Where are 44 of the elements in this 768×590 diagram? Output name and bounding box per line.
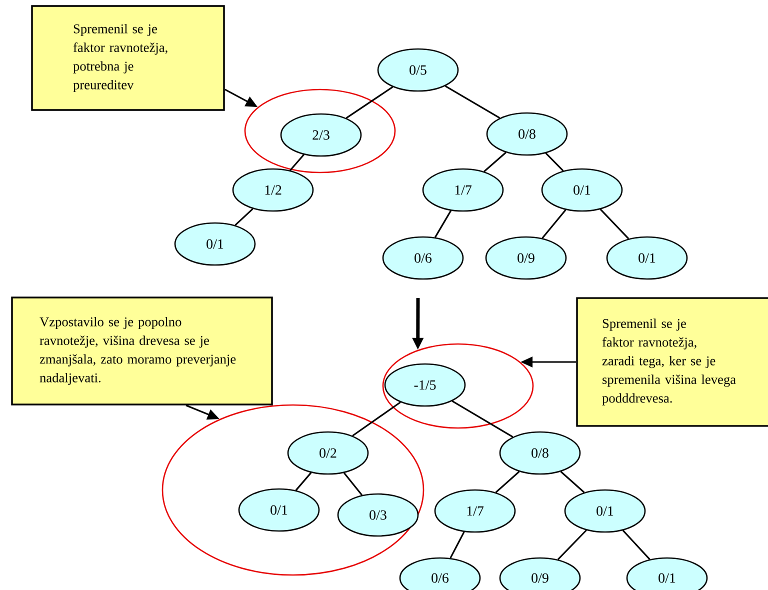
tree-line (600, 208, 630, 240)
tree-node: 0/8 (499, 431, 581, 475)
tree-node: 0/1 (541, 168, 623, 212)
tree-node: 1/2 (232, 168, 314, 212)
tree-node: 0/9 (485, 236, 567, 280)
tree-line (295, 472, 312, 491)
tree-node: 0/1 (174, 222, 256, 266)
tree-node: 0/8 (486, 112, 568, 156)
callout-box: Vzpostavilo se je popolno ravnotežje, višina drevesa se je zmanjšala, zato moramo preverjanje nadaljevati. (11, 296, 273, 406)
tree-line (542, 209, 566, 239)
highlight-ring (244, 88, 396, 174)
tree-node: 0/6 (399, 557, 481, 590)
highlight-ring (382, 343, 534, 429)
tree-node: 0/2 (287, 431, 369, 475)
tree-line (450, 532, 465, 558)
tree-line (444, 85, 500, 119)
tree-line (434, 210, 452, 238)
callout-box: Spremenil se je faktor ravnotežja, potrebna je preureditev (31, 5, 225, 111)
tree-node: 0/3 (337, 493, 419, 537)
tree-node: -1/5 (384, 363, 466, 407)
tree-node: 0/9 (499, 557, 581, 590)
tree-node: 2/3 (280, 113, 362, 157)
tree-line (622, 530, 650, 560)
tree-node: 0/5 (377, 48, 459, 92)
tree-line (545, 152, 564, 172)
tree-line (452, 400, 514, 438)
tree-node: 0/1 (238, 488, 320, 532)
tree-node: 0/1 (626, 557, 708, 590)
tree-line (495, 471, 520, 493)
tree-line (234, 208, 254, 226)
tree-line (560, 471, 585, 493)
tree-node: 0/1 (564, 489, 646, 533)
tree-node: 1/7 (434, 489, 516, 533)
tree-line (343, 472, 363, 496)
highlight-ring (162, 404, 424, 576)
tree-node: 1/7 (422, 168, 504, 212)
tree-line (352, 402, 401, 436)
tree-node: 0/6 (382, 236, 464, 280)
tree-line (557, 530, 587, 560)
callout-box: Spremenil se je faktor ravnotežja, zaradi tega, ker se je spremenila višina levega podddrevesa. (576, 297, 768, 427)
tree-line (346, 86, 394, 119)
tree-node: 0/1 (606, 236, 688, 280)
tree-line (290, 154, 304, 171)
tree-line (484, 152, 506, 172)
